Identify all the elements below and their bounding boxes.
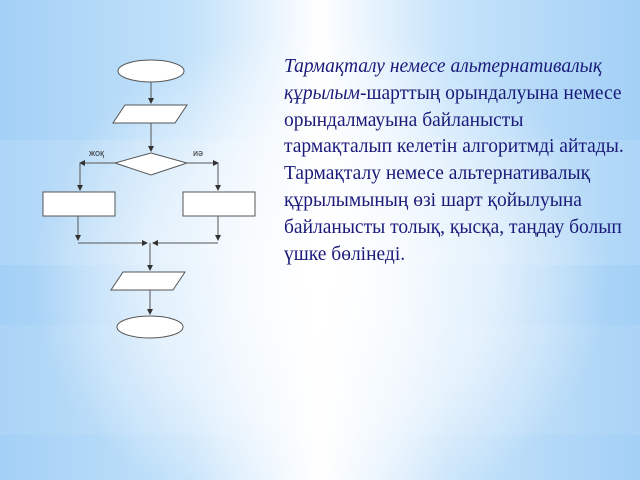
- output-parallelogram: [110, 271, 186, 291]
- decision-diamond: [113, 152, 189, 176]
- input-parallelogram: [112, 104, 188, 124]
- definition-term: Тармақталу немесе альтернативалық құрылы…: [284, 56, 602, 104]
- process-box-left: [42, 191, 116, 217]
- process-box-right: [182, 191, 256, 217]
- definition-body: шарттың орындалуына немесе орындалмауына…: [284, 82, 624, 158]
- yes-branch-label: иә: [193, 148, 204, 158]
- background-band: [0, 325, 640, 435]
- definition-text: Тармақталу немесе альтернативалық құрылы…: [284, 54, 629, 268]
- end-oval: [116, 315, 184, 339]
- no-branch-label: жоқ: [89, 148, 104, 158]
- start-oval: [117, 59, 185, 83]
- classification-text: Тармақталу немесе альтернативалық құрылы…: [284, 163, 622, 265]
- branching-flowchart: жоқ иә: [35, 55, 265, 345]
